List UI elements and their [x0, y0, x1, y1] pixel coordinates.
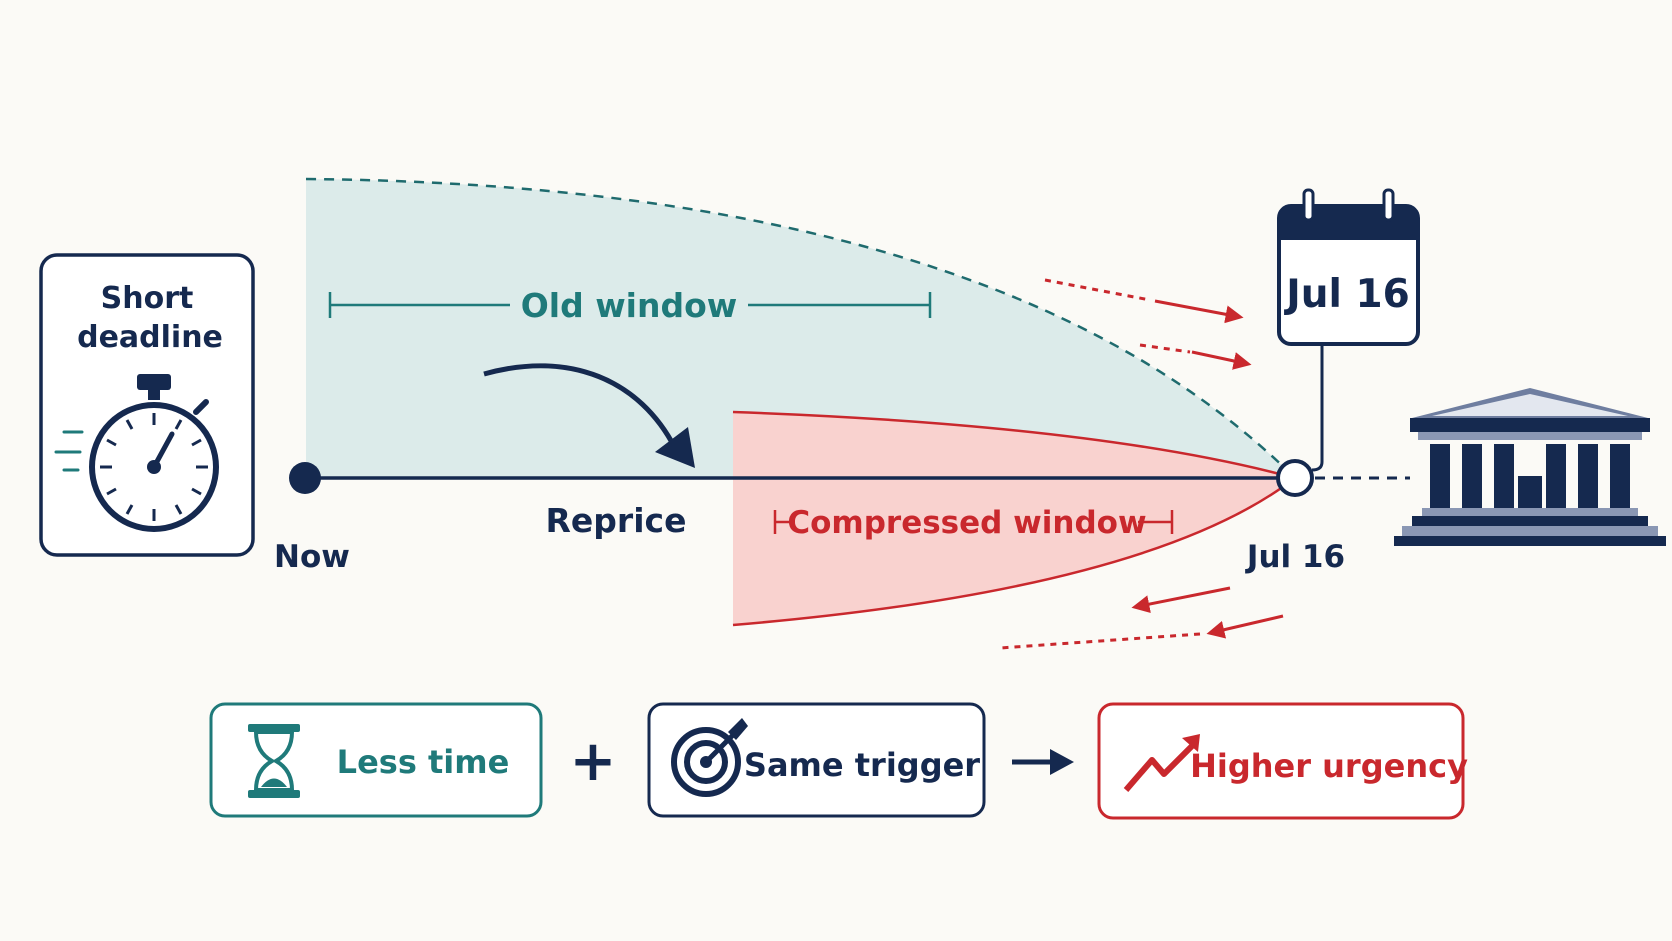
compressed-window-top-edge	[732, 410, 1296, 480]
calendar-stem-hook	[1311, 461, 1324, 472]
reprice-arrow	[483, 363, 678, 450]
same-trigger-card: Same trigger	[647, 702, 986, 818]
pressure-arrows-incoming	[1044, 278, 1252, 370]
deadline-card-title-line2: deadline	[77, 320, 223, 355]
compressed-window-area	[733, 412, 1295, 625]
bank-building-icon	[1394, 388, 1666, 546]
higher-urgency-label: Higher urgency	[1190, 747, 1468, 785]
reprice-arrow-head	[655, 427, 695, 468]
same-trigger-label: Same trigger	[744, 746, 980, 784]
deadline-card-title-line1: Short	[101, 281, 194, 316]
less-time-label: Less time	[337, 743, 510, 781]
old-window-label: Old window	[521, 286, 738, 325]
pressure-arrows-outgoing	[999, 586, 1284, 650]
deadline-marker	[1276, 459, 1314, 497]
trend-up-icon	[1123, 734, 1200, 792]
deadline-date-label: Jul 16	[1245, 539, 1345, 575]
higher-urgency-card: Higher urgency	[1097, 702, 1468, 820]
now-marker	[289, 462, 321, 494]
compressed-window-span	[773, 510, 1174, 534]
old-window-span	[328, 292, 932, 318]
compressed-window-bottom-edge	[732, 477, 1296, 627]
reprice-label: Reprice	[546, 501, 687, 540]
hourglass-icon	[248, 724, 300, 798]
calendar-date-label: Jul 16	[1283, 272, 1410, 317]
old-window-boundary	[305, 177, 1296, 479]
compressed-window-label: Compressed window	[787, 505, 1146, 541]
old-window-area	[306, 179, 1295, 478]
short-deadline-card: Short deadline	[39, 253, 255, 557]
now-label: Now	[274, 539, 350, 575]
plus-operator: +	[570, 729, 617, 794]
less-time-card: Less time	[209, 702, 543, 818]
calendar-icon: Jul 16	[1277, 188, 1420, 346]
target-icon	[671, 718, 748, 797]
stopwatch-icon	[54, 374, 219, 532]
equals-arrow	[1012, 749, 1074, 775]
